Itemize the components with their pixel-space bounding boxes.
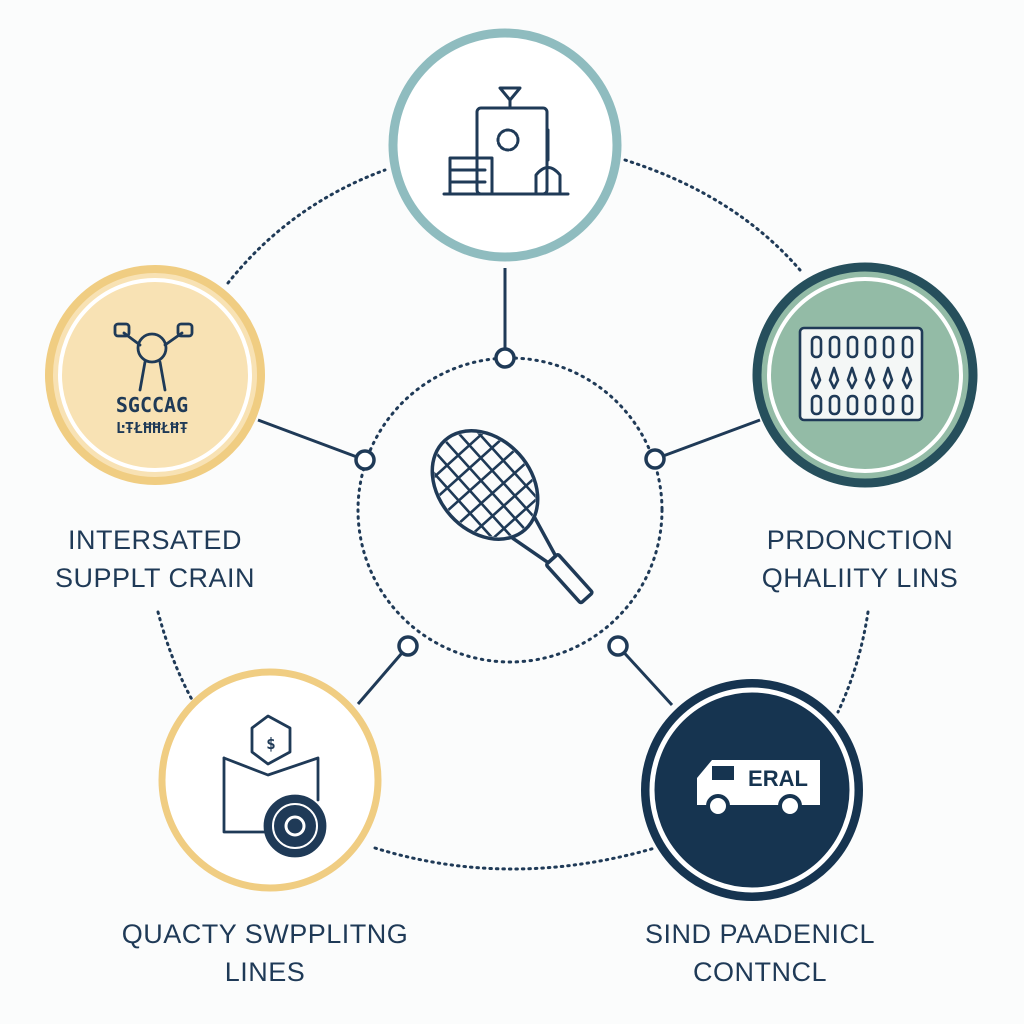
caption-bottom-right-line-1: SIND PAADENICL (644, 919, 876, 949)
node-bottom-right-inner-text: ERAL (748, 766, 808, 791)
node-top[interactable] (388, 28, 622, 262)
node-left[interactable]: SGCCAG ĿŦŁĦĦŁĦŦ (45, 265, 265, 485)
caption-right-line-1: PRDONCTION (766, 525, 954, 555)
caption-bottom-left-line-1: QUACTY SWPPLITNG (121, 919, 409, 949)
node-right[interactable] (752, 262, 978, 488)
delivery-van-icon (697, 760, 820, 818)
tennis-racket-icon (416, 415, 594, 605)
caption-left-line-1: INTERSATED (67, 525, 242, 555)
caption-bottom-right-line-2: CONTNCL (692, 957, 827, 987)
node-bottom-left[interactable]: $ (158, 668, 382, 892)
box-shipping-icon (222, 714, 327, 858)
caption-right-line-2: QHALIITY LINS (761, 563, 959, 593)
caption-left-line-2: SUPPLT CRAIN (54, 563, 256, 593)
connector-lines (257, 268, 761, 707)
caption-bottom-right: SIND PAADENICL CONTNCL (610, 915, 910, 991)
caption-bottom-left-line-2: LINES (224, 957, 306, 987)
node-left-inner-text: SGCCAG (116, 393, 188, 417)
pins-tray-icon (798, 326, 924, 422)
node-bottom-right[interactable]: ERAL (641, 679, 863, 901)
caption-bottom-left: QUACTY SWPPLITNG LINES (100, 915, 430, 991)
factory-gear-icon (442, 86, 570, 196)
figure-with-wrenches-icon (113, 322, 194, 392)
connector-dots (354, 347, 666, 657)
node-left-inner-subtext: ĿŦŁĦĦŁĦŦ (116, 419, 188, 437)
caption-right: PRDONCTION QHALIITY LINS (735, 521, 985, 597)
outer-dotted-arcs (156, 158, 870, 871)
inner-dotted-ring (356, 356, 664, 664)
caption-left: INTERSATED SUPPLT CRAIN (30, 521, 280, 597)
node-bottom-left-inner-text: $ (266, 734, 276, 753)
